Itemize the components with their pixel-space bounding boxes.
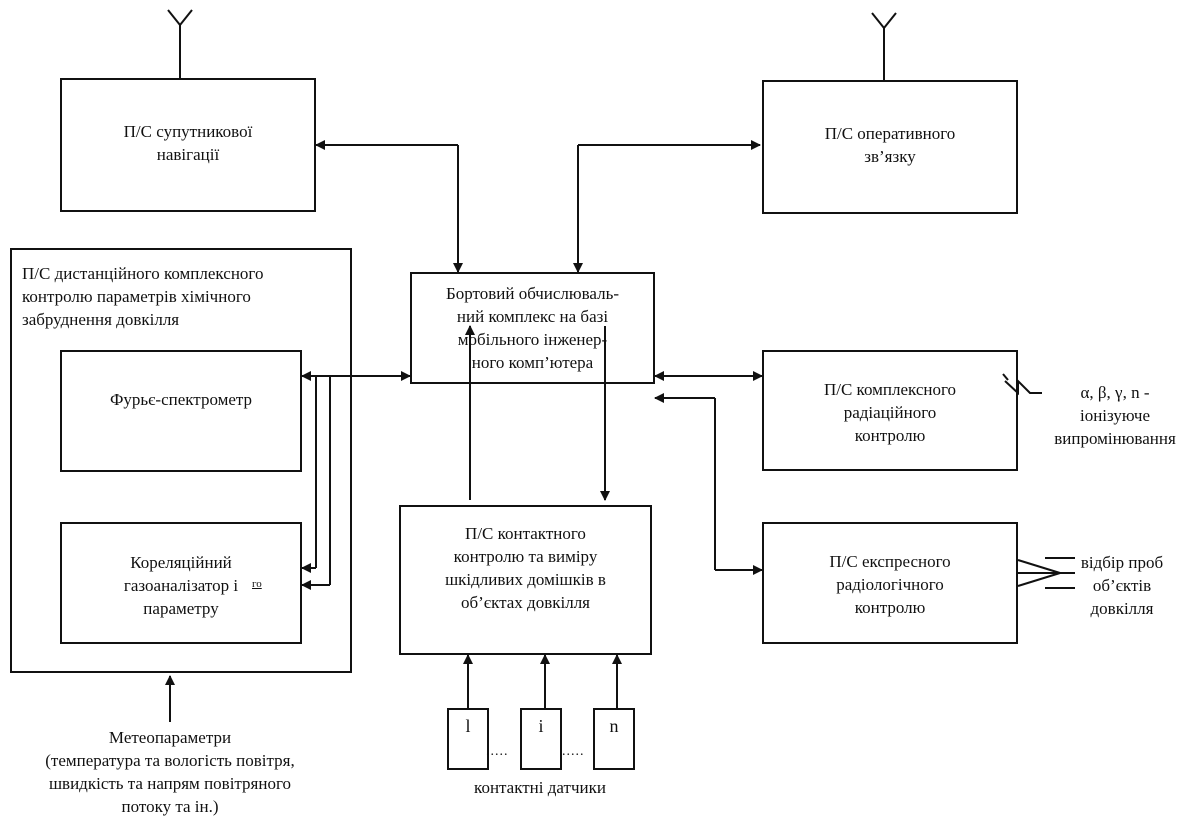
- onboard-computer-label: Бортовий обчислюваль- ний комплекс на ба…: [446, 284, 619, 372]
- fourier-spectrometer-label: Фурьє-спектрометр: [109, 390, 253, 409]
- operational-communication-label: П/С оперативного зв’язку: [824, 124, 956, 166]
- antenna-right-icon: [871, 12, 897, 80]
- remote-chemical-control-label: П/С дистанційного комплексного контролю …: [22, 264, 264, 329]
- ionizing-radiation-label: α, β, γ, n - іонізуюче випромінювання: [1054, 383, 1176, 448]
- radiation-control-label: П/С комплексного радіаційного контролю: [823, 380, 957, 445]
- sensor-1-label: l: [465, 716, 471, 736]
- sensor-i-label: i: [538, 716, 544, 736]
- sensor-ellipsis-2: .....: [562, 744, 585, 759]
- fourier-spectrometer-box: Фурьє-спектрометр: [60, 350, 302, 472]
- express-radiological-control-label: П/С експресного радіологічного контролю: [829, 552, 951, 617]
- sensor-ellipsis-1: .....: [486, 744, 509, 759]
- correlation-gas-analyzer-box: Кореляційний газоаналізатор і параметру …: [60, 522, 302, 644]
- express-radiological-control-box: П/С експресного радіологічного контролю: [762, 522, 1018, 644]
- operational-communication-box: П/С оперативного зв’язку: [762, 80, 1018, 214]
- radiation-input-arrow-icon: [1004, 378, 1042, 396]
- sensor-i: i: [520, 708, 562, 770]
- sample-input-lines-icon: [1017, 557, 1075, 589]
- correlation-gas-analyzer-label: Кореляційний газоаналізатор і параметру: [123, 553, 239, 618]
- contact-control-label: П/С контактного контролю та виміру шкідл…: [445, 524, 606, 612]
- onboard-computer-box: Бортовий обчислюваль- ний комплекс на ба…: [410, 272, 655, 384]
- remote-chemical-control-box: П/С дистанційного комплексного контролю …: [10, 248, 352, 673]
- contact-control-box: П/С контактного контролю та виміру шкідл…: [399, 505, 652, 655]
- meteo-parameters-label: Метеопараметри (температура та вологість…: [45, 728, 295, 816]
- satellite-navigation-box: П/С супутникової навігації: [60, 78, 316, 212]
- ordinal-superscript: го: [252, 578, 262, 590]
- contact-sensors-label: контактні датчики: [474, 778, 606, 797]
- radiation-control-box: П/С комплексного радіаційного контролю: [762, 350, 1018, 471]
- sensor-n: n: [593, 708, 635, 770]
- sensor-1: l: [447, 708, 489, 770]
- antenna-left-icon: [167, 9, 193, 78]
- satellite-navigation-label: П/С супутникової навігації: [123, 122, 253, 164]
- sample-collection-label: відбір проб об’єктів довкілля: [1080, 553, 1164, 618]
- sensor-n-label: n: [609, 716, 619, 736]
